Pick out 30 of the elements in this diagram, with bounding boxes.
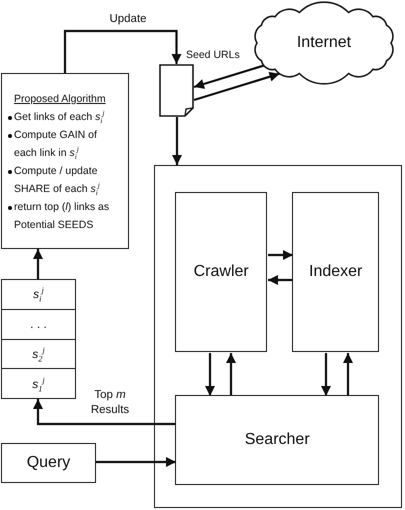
arrow xyxy=(226,353,236,396)
arrow xyxy=(343,353,353,396)
system-box xyxy=(154,165,402,508)
arrow xyxy=(268,275,293,285)
box-label: Query xyxy=(26,454,70,472)
arrow xyxy=(64,30,182,73)
algorithm-heading: Proposed Algorithm xyxy=(14,92,106,107)
arrow xyxy=(33,249,43,279)
arrow xyxy=(194,64,264,89)
arrow xyxy=(205,353,215,396)
box-label: Internet xyxy=(296,34,352,52)
algorithm-box xyxy=(1,73,129,249)
document-caption: Seed URLs xyxy=(186,49,240,61)
arrow xyxy=(194,72,280,102)
document-icon xyxy=(159,64,194,117)
stack-box xyxy=(1,279,76,399)
stack-entry: . . . xyxy=(2,308,75,338)
process-box xyxy=(175,395,380,486)
arrow xyxy=(321,353,331,396)
arrow xyxy=(172,117,182,165)
box-label: Crawler xyxy=(194,263,249,282)
arrow xyxy=(96,457,176,467)
arrow xyxy=(33,399,176,426)
arrow xyxy=(268,250,293,260)
box-label: Searcher xyxy=(244,431,310,450)
process-box xyxy=(1,443,96,483)
process-box xyxy=(292,192,380,352)
box-label: Indexer xyxy=(309,263,362,282)
process-box xyxy=(175,192,268,352)
bullet-point: return top (l) links as Potential SEEDS xyxy=(8,198,112,234)
